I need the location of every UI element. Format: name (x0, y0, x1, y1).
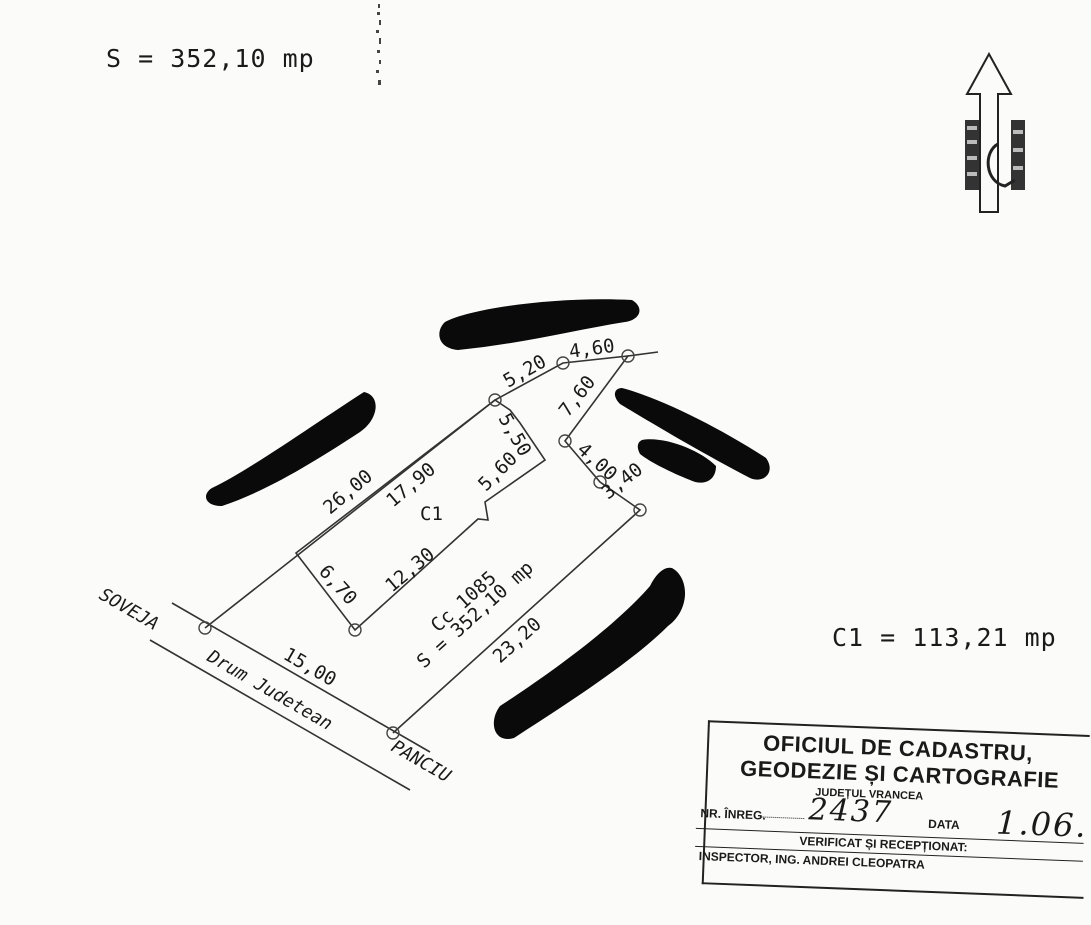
building-area-label: C1 = 113,21 mp (832, 623, 1057, 652)
cadastre-stamp: OFICIUL DE CADASTRU, GEODEZIE ȘI CARTOGR… (693, 720, 1091, 925)
neighbor-boundary (627, 351, 659, 357)
vertex (198, 621, 212, 635)
vertex (556, 356, 570, 370)
date-label: DATA (927, 816, 960, 833)
redaction-bottom (493, 567, 686, 740)
redaction-right-1 (614, 388, 770, 480)
building-c1 (294, 399, 547, 632)
north-arrow-icon (965, 52, 1025, 213)
vertex (348, 623, 362, 637)
dist-15-00: 15,00 (280, 643, 341, 691)
vertex (621, 349, 635, 363)
scan-artifact (376, 4, 381, 85)
redaction-top (439, 299, 640, 350)
dist-26-00: 26,00 (319, 465, 377, 519)
cadastral-plan: 26,00 17,90 5,20 4,60 5,50 5,60 7,60 4,0… (96, 299, 770, 791)
vertex (488, 393, 502, 407)
dist-7-60: 7,60 (555, 371, 601, 421)
redaction-right-2 (637, 439, 716, 483)
dotted-line (760, 816, 805, 820)
vertex (593, 475, 607, 489)
building-c1-label: C1 (420, 503, 443, 525)
redaction-left (206, 392, 376, 506)
redaction-marks (206, 299, 770, 740)
dist-5-50: 5,50 (494, 410, 536, 461)
date-handwritten: 1.06. (995, 803, 1089, 845)
dist-5-20: 5,20 (500, 350, 551, 392)
vertex (386, 726, 400, 740)
dist-12-30: 12,30 (381, 543, 439, 597)
registration-number-label: NR. ÎNREG. (700, 806, 766, 823)
parcel-boundary (204, 355, 642, 734)
vertex (558, 434, 572, 448)
road-label-soveja: SOVEJA (96, 584, 163, 635)
inspector-label: INSPECTOR, ING. ANDREI CLEOPATRA (698, 849, 926, 872)
road-edge-north (171, 602, 431, 753)
road-edge-south (149, 639, 411, 791)
registration-number-handwritten: 2437 (807, 792, 894, 831)
vertex (633, 503, 647, 517)
road-label-panciu: PANCIU (388, 736, 455, 787)
total-area-label: S = 352,10 mp (106, 44, 315, 73)
